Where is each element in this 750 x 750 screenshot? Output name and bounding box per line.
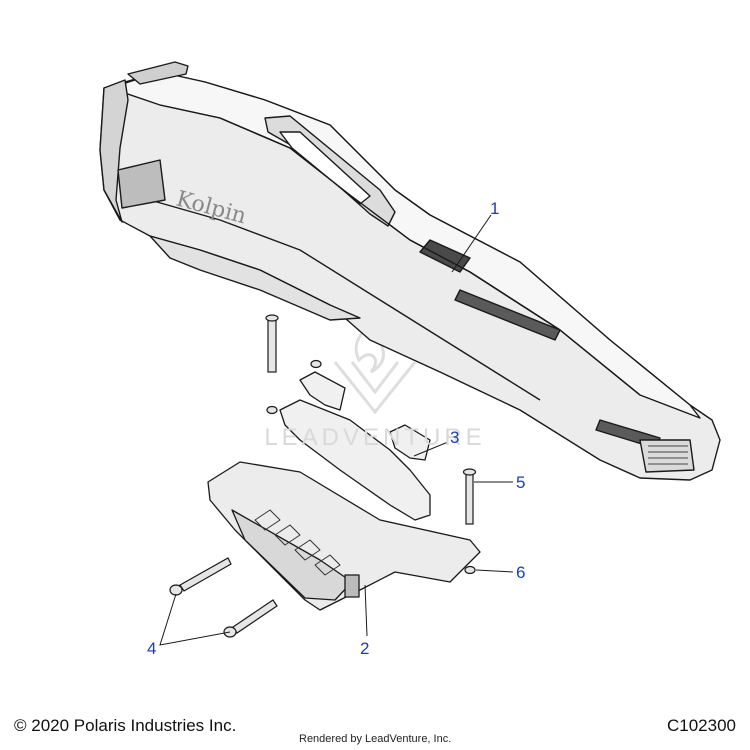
mounting-base [207,461,481,611]
mounting-bracket [279,371,431,521]
diagram-code: C102300 [666,716,736,735]
gun-case-end-cap [99,79,129,223]
leader-line-2 [364,584,368,637]
callout-1: 1 [490,199,500,218]
bolt-4-upper [169,557,232,596]
callout-6: 6 [516,563,526,582]
leader-line-3 [413,441,449,457]
nut-left [266,405,278,415]
callout-3: 3 [450,428,460,447]
watermark-text: LEADVENTURE [264,424,486,451]
leader-line-6 [475,569,514,573]
gun-case-latch [127,61,189,85]
gun-case-vent-lines [648,445,688,465]
leader-line-4 [159,593,231,646]
callout-2: 2 [360,639,370,658]
nut-top [310,359,322,369]
bolt-upper [265,314,279,373]
rendered-by-text: Rendered by LeadVenture, Inc. [299,733,452,745]
bolt-5 [462,468,477,525]
nut-6 [464,565,476,575]
callout-4: 4 [147,639,157,658]
gun-case-logo-badge [117,159,166,209]
bolt-4-lower [223,599,278,638]
copyright-text: © 2020 Polaris Industries Inc. [14,716,237,735]
callout-5: 5 [516,473,526,492]
gun-case-body [99,71,721,481]
leader-lines [159,214,514,646]
gun-case [99,61,721,481]
leader-line-1 [451,214,492,273]
